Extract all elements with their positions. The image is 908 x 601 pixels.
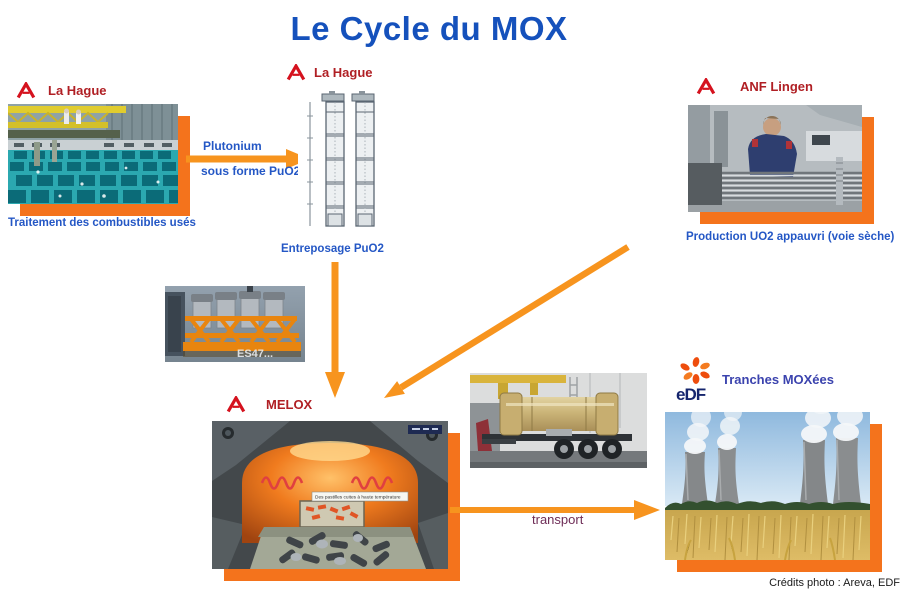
tranches-moxees-label: Tranches MOXées: [722, 372, 834, 387]
la-hague-traitement-header: La Hague: [16, 82, 107, 99]
arrow-transport: [450, 500, 660, 520]
steam-plumes: [684, 412, 863, 454]
caption-anf: Production UO2 appauvri (voie sèche): [686, 231, 895, 243]
site-label-anf-lingen: ANF Lingen: [740, 79, 813, 94]
caption-entreposage: Entreposage PuO2: [281, 243, 384, 255]
puo2-canister-drawing: [298, 86, 382, 238]
areva-logo-icon: [16, 82, 36, 99]
edf-logo-icon: eDF: [676, 357, 710, 404]
photo-nuclear-plant: [665, 412, 882, 572]
page-title: Le Cycle du MOX: [290, 10, 568, 47]
plutonium-label-line2: sous forme PuO2: [201, 164, 301, 178]
edf-logo: eDF: [674, 356, 718, 406]
plutonium-label-line1: Plutonium: [203, 139, 262, 153]
spent-fuel-pool-image: [8, 104, 178, 204]
es47-watermark: ES47...: [237, 348, 273, 360]
photo-transport-truck: [470, 373, 647, 468]
arrow-puo2-to-melox: [325, 262, 345, 398]
photo-anf-workshop: [688, 105, 874, 224]
areva-logo-icon: [226, 396, 246, 413]
site-label-melox: MELOX: [266, 397, 313, 412]
areva-logo-icon: [696, 78, 716, 95]
arrow-anf-to-melox: [384, 244, 630, 398]
photo-puo2-canisters: [298, 86, 382, 238]
site-label-la-hague-1: La Hague: [48, 83, 107, 98]
areva-logo-icon: [286, 64, 306, 81]
la-hague-entreposage-header: La Hague: [286, 64, 373, 81]
cooling-towers: [682, 438, 861, 504]
photo-spent-fuel-pool: [8, 104, 190, 216]
es47-containers-image: ES47...: [165, 286, 305, 362]
transport-truck-image: [470, 373, 647, 468]
transport-label: transport: [532, 512, 584, 527]
photo-melox-furnace: Des pastilles cuites à haute température: [212, 421, 460, 581]
photo-es47-containers: ES47...: [165, 286, 305, 362]
melox-photo-label: Des pastilles cuites à haute température: [315, 495, 401, 501]
photo-credits: Crédits photo : Areva, EDF: [769, 577, 900, 589]
nuclear-plant-image: [665, 412, 870, 560]
melox-furnace-image: Des pastilles cuites à haute température: [212, 421, 448, 569]
edf-logo-text: eDF: [676, 385, 706, 404]
site-label-la-hague-2: La Hague: [314, 65, 373, 80]
caption-traitement: Traitement des combustibles usés: [8, 217, 196, 229]
anf-workshop-image: [688, 105, 862, 212]
anf-lingen-header: ANF Lingen: [696, 78, 813, 95]
melox-header: MELOX: [226, 396, 312, 413]
